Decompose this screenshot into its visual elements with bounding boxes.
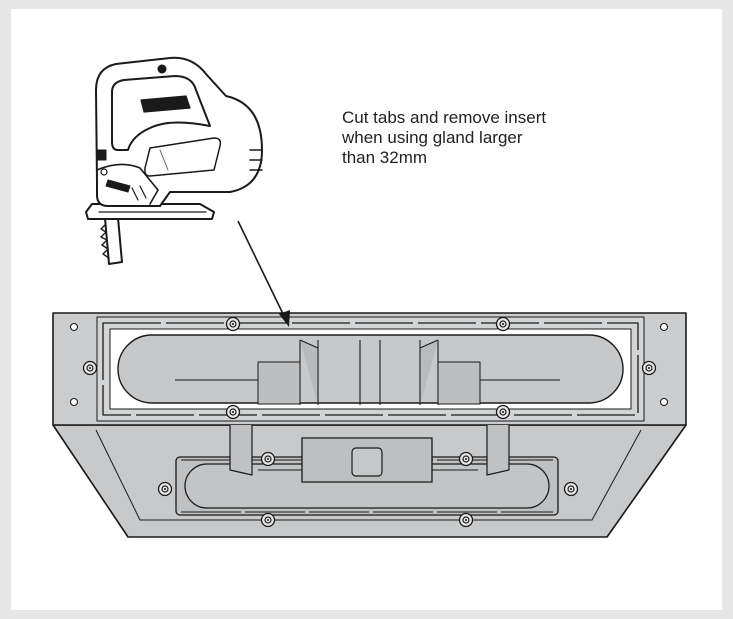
jigsaw-icon (85, 56, 263, 265)
instruction-line-1: Cut tabs and remove insert (342, 108, 547, 127)
removable-insert (117, 334, 624, 404)
instruction-line-2: when using gland larger (342, 128, 523, 147)
cut-tab-line (102, 322, 639, 416)
instruction-line-3: than 32mm (342, 148, 428, 167)
instruction-text: Cut tabs and remove insert when using gl… (342, 108, 642, 168)
pointer-arrow (237, 220, 290, 327)
enclosure-housing (52, 312, 687, 538)
